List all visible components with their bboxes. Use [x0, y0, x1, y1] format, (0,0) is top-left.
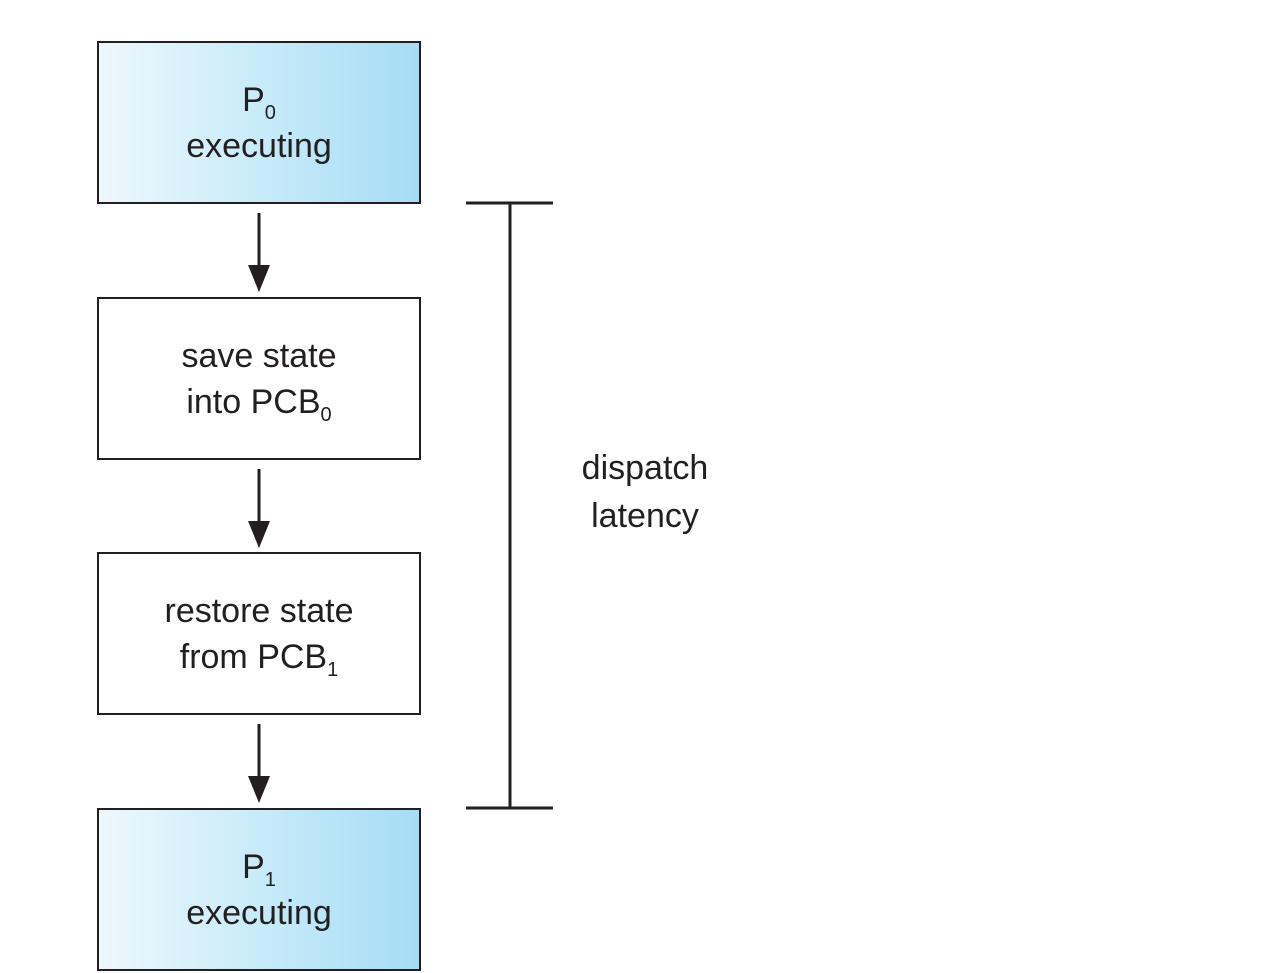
p0-executing-box: P0 executing — [97, 41, 421, 204]
save-state-box: save state into PCB0 — [97, 297, 421, 460]
dispatch-latency-label: dispatch latency — [560, 444, 730, 540]
p0-subscript: 0 — [264, 101, 276, 124]
save-target-label: into PCB0 — [186, 382, 332, 426]
arrow-restore-to-p1 — [248, 724, 270, 803]
p0-state-label: executing — [186, 126, 332, 165]
save-state-label: save state — [181, 336, 337, 375]
dispatch-latency-line2: latency — [591, 497, 699, 535]
dispatch-latency-line1: dispatch — [581, 449, 709, 487]
pcb0-subscript: 0 — [320, 403, 332, 426]
restore-state-label: restore state — [164, 591, 354, 630]
p1-state-label: executing — [186, 893, 332, 932]
arrow-save-to-restore — [248, 469, 270, 548]
restore-state-box: restore state from PCB1 — [97, 552, 421, 715]
p0-label: P0 — [242, 80, 276, 124]
pcb1-subscript: 1 — [327, 658, 339, 681]
restore-source-label: from PCB1 — [179, 637, 339, 681]
arrow-p0-to-save — [248, 213, 270, 292]
p1-subscript: 1 — [264, 868, 276, 891]
dispatch-latency-bracket — [466, 201, 553, 810]
p1-label: P1 — [242, 847, 276, 891]
p1-executing-box: P1 executing — [97, 808, 421, 971]
